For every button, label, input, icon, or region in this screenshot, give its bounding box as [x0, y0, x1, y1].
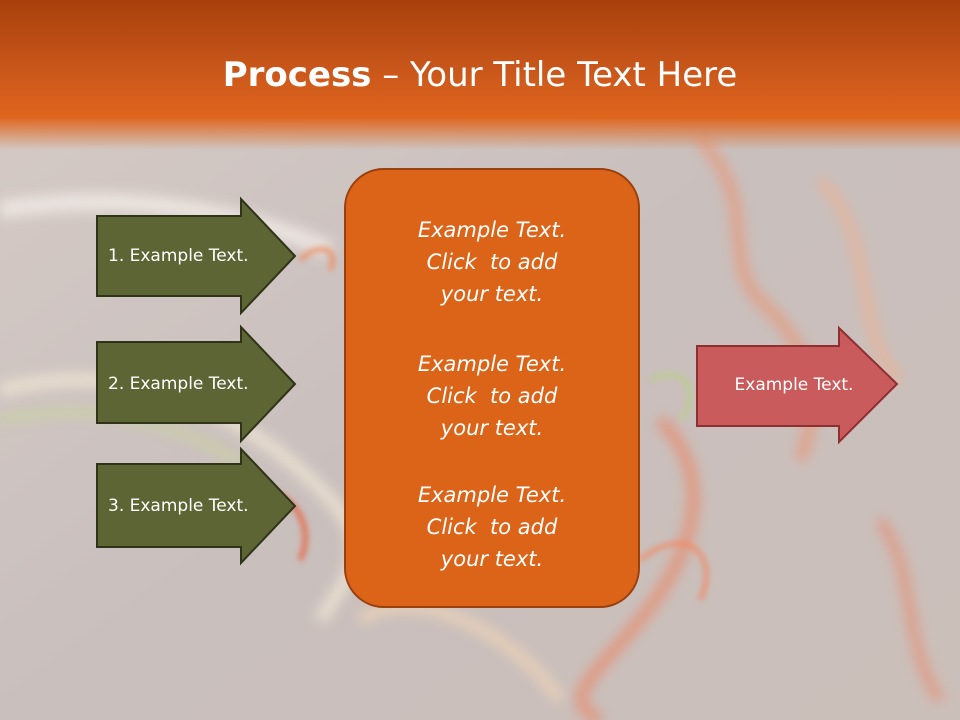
- arrow-shape: [96, 324, 297, 444]
- title-rest-part: – Your Title Text Here: [371, 55, 738, 95]
- arrow-shape: [96, 446, 297, 566]
- center-paragraph-2: Example Text. Click to add your text.: [346, 348, 638, 444]
- center-paragraph-1: Example Text. Click to add your text.: [346, 214, 638, 310]
- center-line: your text.: [440, 416, 544, 440]
- center-line: your text.: [440, 282, 544, 306]
- center-line: your text.: [440, 547, 544, 571]
- title-bar: [0, 0, 960, 150]
- center-line: Example Text.: [417, 352, 567, 376]
- input-arrow-2[interactable]: 2. Example Text.: [96, 324, 297, 444]
- input-arrow-1[interactable]: 1. Example Text.: [96, 196, 297, 316]
- input-arrow-label: 3. Example Text.: [108, 496, 249, 516]
- slide-title[interactable]: Process – Your Title Text Here: [0, 50, 960, 100]
- input-arrow-label: 1. Example Text.: [108, 246, 249, 266]
- center-text-box[interactable]: Example Text. Click to add your text. Ex…: [344, 168, 640, 608]
- title-bold-part: Process: [222, 55, 372, 95]
- center-line: Example Text.: [417, 218, 567, 242]
- arrow-shape: [696, 325, 899, 445]
- center-line: Click to add: [426, 515, 558, 539]
- center-paragraph-3: Example Text. Click to add your text.: [346, 479, 638, 575]
- output-arrow[interactable]: Example Text.: [696, 325, 899, 445]
- output-arrow-label: Example Text.: [734, 375, 854, 395]
- center-line: Click to add: [426, 384, 558, 408]
- input-arrow-3[interactable]: 3. Example Text.: [96, 446, 297, 566]
- center-line: Click to add: [426, 250, 558, 274]
- center-line: Example Text.: [417, 483, 567, 507]
- input-arrow-label: 2. Example Text.: [108, 374, 249, 394]
- arrow-shape: [96, 196, 297, 316]
